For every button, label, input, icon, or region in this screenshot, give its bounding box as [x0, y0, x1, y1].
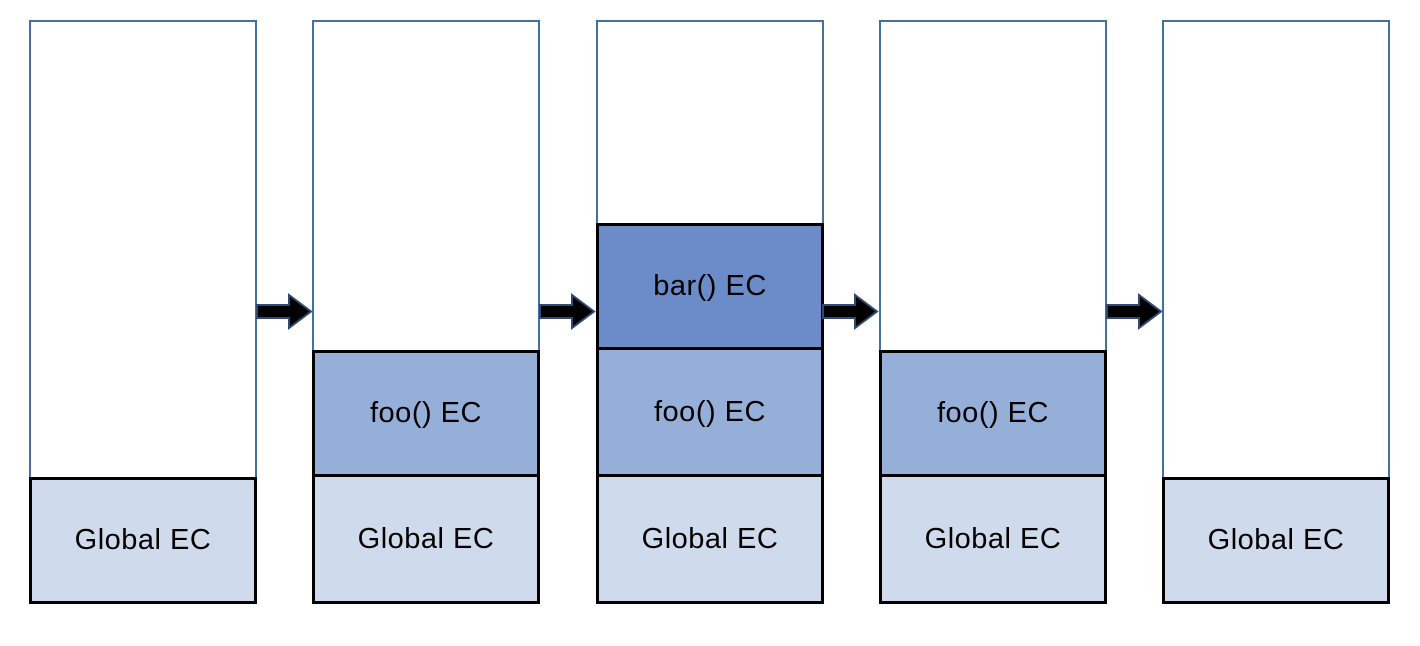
ec-label: bar() EC: [653, 270, 767, 302]
foo-ec-box: foo() EC: [879, 350, 1107, 477]
ec-label: Global EC: [924, 522, 1062, 555]
ec-label: Global EC: [1207, 524, 1345, 556]
global-ec-box: Global EC: [879, 477, 1107, 604]
global-ec-box: Global EC: [312, 477, 540, 604]
bar-ec-box: bar() EC: [596, 223, 824, 350]
call-stack-frame-2: foo() EC Global EC: [312, 20, 540, 604]
ec-label: foo() EC: [654, 395, 766, 428]
arrow-right-icon: [539, 293, 596, 330]
global-ec-box: Global EC: [1162, 477, 1390, 604]
ec-label: foo() EC: [370, 397, 482, 429]
ec-label: foo() EC: [937, 397, 1049, 429]
ec-label: Global EC: [641, 522, 779, 555]
foo-ec-box: foo() EC: [596, 350, 824, 477]
global-ec-box: Global EC: [596, 477, 824, 604]
foo-ec-box: foo() EC: [312, 350, 540, 477]
arrow-right-icon: [1106, 293, 1163, 330]
arrow-right-icon: [822, 293, 879, 330]
global-ec-box: Global EC: [29, 477, 257, 604]
ec-label: Global EC: [74, 524, 212, 556]
call-stack-frame-5: Global EC: [1162, 20, 1390, 604]
call-stack-frame-1: Global EC: [29, 20, 257, 604]
call-stack-frame-4: foo() EC Global EC: [879, 20, 1107, 604]
call-stack-frame-3: bar() EC foo() EC Global EC: [596, 20, 824, 604]
ec-label: Global EC: [357, 522, 495, 555]
arrow-right-icon: [256, 293, 313, 330]
